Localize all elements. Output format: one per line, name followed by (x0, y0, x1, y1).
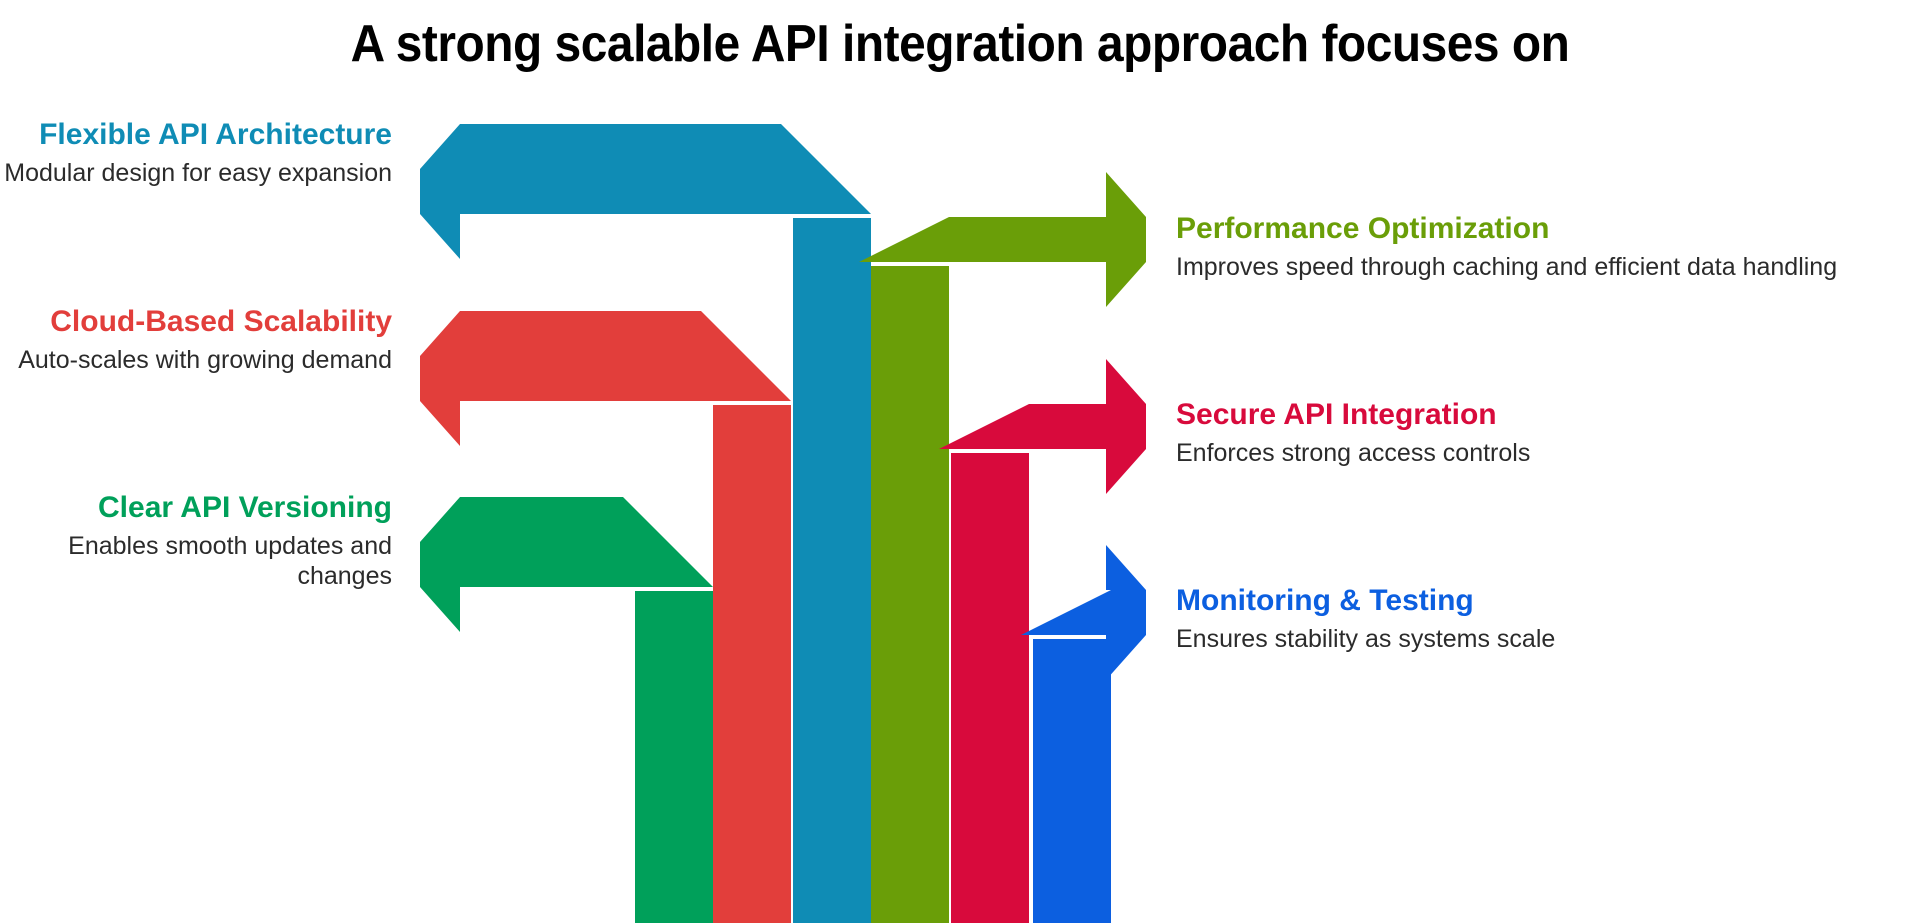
arrow-versioning (420, 497, 713, 923)
arrow-versioning-bar (420, 497, 713, 632)
description-monitoring-and-testing: Ensures stability as systems scale (1176, 624, 1556, 653)
label-flexible-api-architecture: Flexible API Architecture Modular design… (0, 118, 392, 188)
arrow-cloud (420, 311, 791, 923)
arrow-cloud-bar (420, 311, 791, 446)
heading-performance-optimization: Performance Optimization (1176, 212, 1550, 245)
description-secure-api-integration: Enforces strong access controls (1176, 438, 1531, 467)
arrow-performance (859, 172, 1146, 923)
label-performance-optimization: Performance Optimization Improves speed … (1176, 212, 1920, 282)
arrow-flexible-bar (420, 124, 871, 259)
description-clear-api-versioning: Enables smooth updates and changes (68, 531, 392, 590)
arrow-cloud-column (713, 405, 791, 923)
heading-cloud-based-scalability: Cloud-Based Scalability (50, 305, 392, 338)
page-title: A strong scalable API integration approa… (350, 15, 1570, 73)
description-cloud-based-scalability: Auto-scales with growing demand (18, 345, 392, 374)
description-flexible-api-architecture: Modular design for easy expansion (4, 158, 392, 187)
arrow-monitoring-column (1033, 639, 1111, 923)
label-monitoring-and-testing: Monitoring & Testing Ensures stability a… (1176, 584, 1876, 654)
heading-clear-api-versioning: Clear API Versioning (98, 491, 392, 524)
label-secure-api-integration: Secure API Integration Enforces strong a… (1176, 398, 1876, 468)
arrow-secure (939, 359, 1146, 923)
arrow-performance-column (871, 266, 949, 923)
label-cloud-based-scalability: Cloud-Based Scalability Auto-scales with… (0, 305, 392, 375)
arrow-secure-column (951, 453, 1029, 923)
heading-monitoring-and-testing: Monitoring & Testing (1176, 584, 1474, 617)
arrow-performance-bar (859, 172, 1146, 307)
arrow-flexible (420, 124, 871, 923)
heading-flexible-api-architecture: Flexible API Architecture (39, 118, 392, 151)
arrow-monitoring (1021, 545, 1146, 923)
description-performance-optimization: Improves speed through caching and effic… (1176, 252, 1838, 281)
arrow-monitoring-bar (1021, 545, 1146, 680)
label-clear-api-versioning: Clear API Versioning Enables smooth upda… (0, 491, 392, 591)
arrow-secure-bar (939, 359, 1146, 494)
heading-secure-api-integration: Secure API Integration (1176, 398, 1497, 431)
arrow-flexible-column (793, 218, 871, 923)
arrow-versioning-column (635, 591, 713, 923)
